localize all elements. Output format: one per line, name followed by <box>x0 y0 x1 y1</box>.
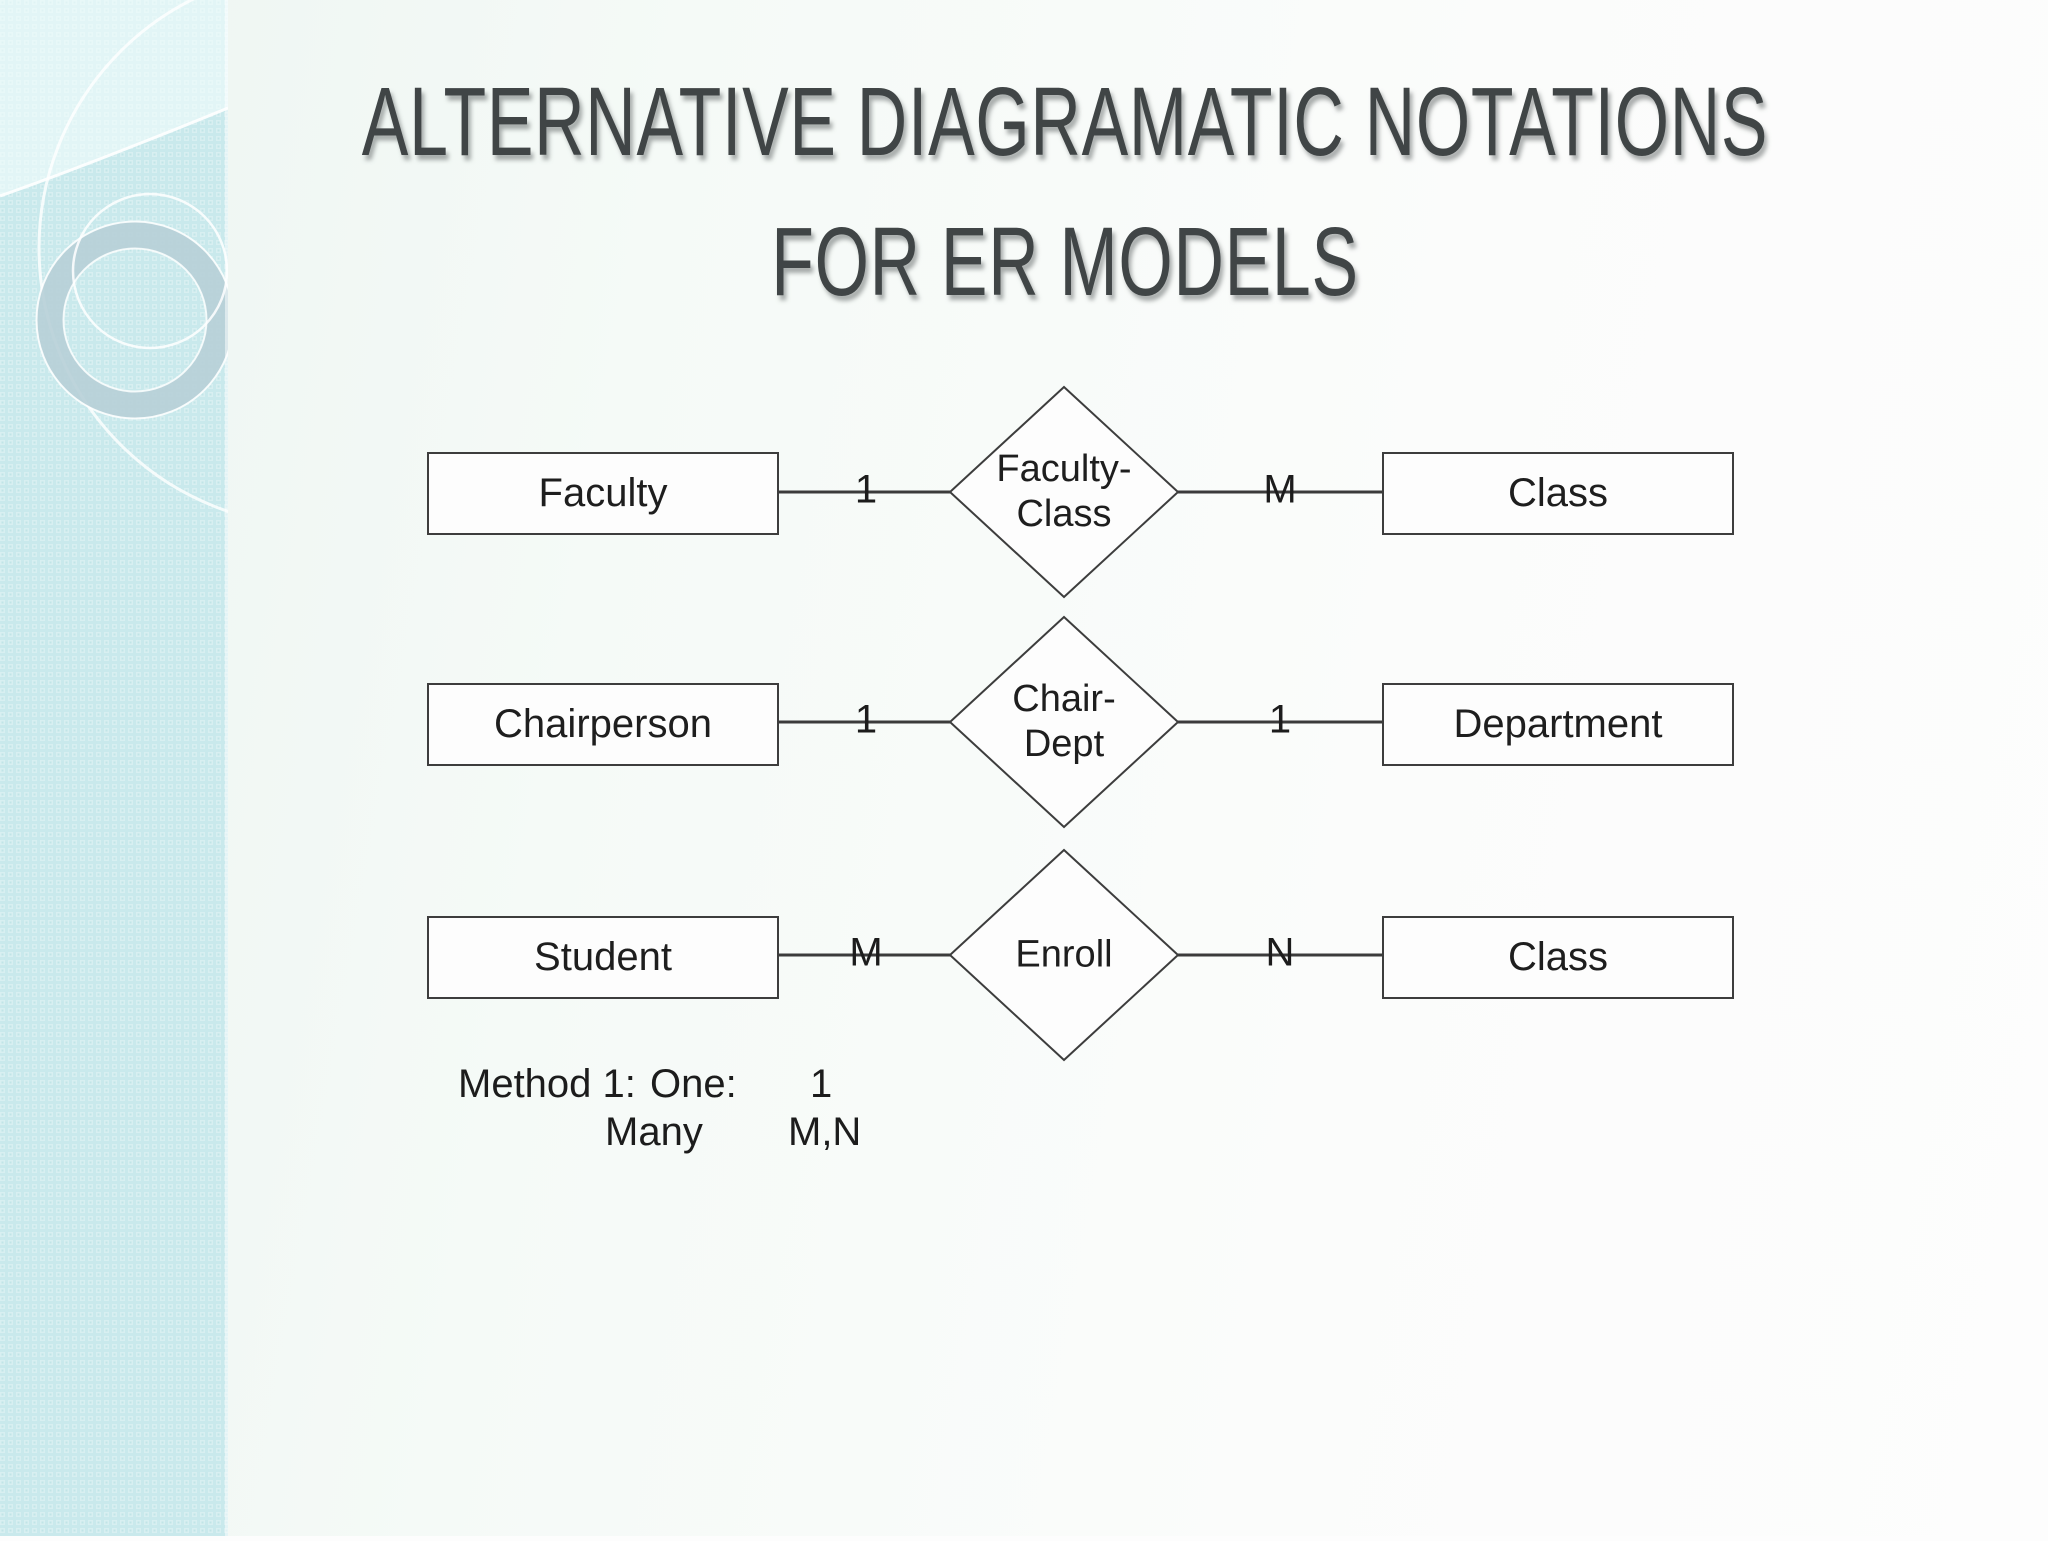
sidebar-highlight-edge <box>0 106 228 198</box>
relationship-label-line1: Enroll <box>1015 933 1113 976</box>
entity-box-faculty: Faculty <box>427 452 779 535</box>
entity-box-chairperson: Chairperson <box>427 683 779 766</box>
sidebar-decoration <box>0 0 228 1536</box>
cardinality-student-side: M <box>849 930 883 975</box>
legend-method-label: Method 1: <box>458 1062 636 1106</box>
entity-box-student: Student <box>427 916 779 999</box>
cardinality-chairperson-side: 1 <box>854 697 878 742</box>
page-title-line2: FOR ER MODELS <box>771 207 1359 316</box>
legend-one-label: One: <box>650 1062 737 1106</box>
entity-box-department: Department <box>1382 683 1734 766</box>
decorative-circle-large <box>37 0 228 513</box>
relationship-label-line1: Chair- <box>1012 678 1116 720</box>
decorative-ring <box>37 222 228 418</box>
relationship-label-enroll: Enroll <box>944 933 1184 978</box>
relationship-label-faculty-class: Faculty- Class <box>944 447 1184 537</box>
decorative-ring-inner-edge <box>62 247 208 393</box>
decorative-ring-outer-edge <box>35 220 228 420</box>
sidebar-decoration-canvas <box>0 0 228 1536</box>
relationship-label-line1: Faculty- <box>996 448 1132 490</box>
cardinality-faculty-side: 1 <box>854 467 878 512</box>
entity-box-class-1: Class <box>1382 452 1734 535</box>
sidebar-right-edge <box>225 0 228 1536</box>
cardinality-class-side-1: M <box>1263 467 1297 512</box>
legend-one-symbol: 1 <box>810 1062 833 1106</box>
relationship-label-chair-dept: Chair- Dept <box>944 677 1184 767</box>
relationship-label-line2: Class <box>1016 493 1112 535</box>
entity-box-class-2: Class <box>1382 916 1734 999</box>
legend-many-label: Many <box>605 1110 703 1154</box>
page-title-line1: ALTERNATIVE DIAGRAMATIC NOTATIONS <box>361 67 1769 176</box>
page-title: ALTERNATIVE DIAGRAMATIC NOTATIONS FOR ER… <box>356 52 1774 332</box>
cardinality-department-side: 1 <box>1268 697 1292 742</box>
relationship-diamond-faculty-class <box>948 385 1180 599</box>
legend-many-symbol: M,N <box>788 1110 862 1154</box>
relationship-diamond-chair-dept <box>948 615 1180 829</box>
relationship-diamond-enroll <box>948 848 1180 1062</box>
cardinality-class-side-2: N <box>1265 930 1295 975</box>
relationship-label-line2: Dept <box>1023 723 1105 765</box>
